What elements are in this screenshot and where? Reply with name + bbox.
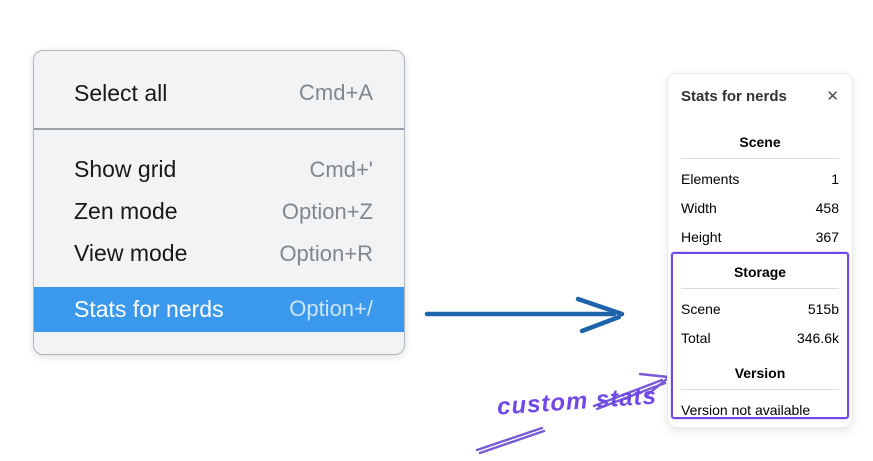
context-menu: Select all Cmd+A Show grid Cmd+' Zen mod… (33, 50, 405, 355)
stat-row-width: Width 458 (681, 194, 839, 223)
stat-label: Width (681, 200, 717, 216)
stat-label: Total (681, 330, 711, 346)
menu-item-shortcut: Option+Z (281, 198, 373, 224)
menu-item-label: Show grid (74, 156, 177, 182)
stat-label: Elements (681, 171, 740, 187)
stat-row-elements: Elements 1 (681, 165, 839, 194)
menu-item-select-all[interactable]: Select all Cmd+A (34, 72, 404, 114)
stat-row-height: Height 367 (681, 223, 839, 252)
menu-item-label: Stats for nerds (74, 295, 224, 322)
section-divider (681, 158, 839, 159)
stat-value: 346.6k (796, 330, 839, 346)
stat-row-total-storage: Total 346.6k (681, 324, 839, 353)
annotation-label: custom stats (496, 382, 658, 421)
menu-item-stats-for-nerds[interactable]: Stats for nerds Option+/ (34, 286, 404, 332)
section-title-storage: Storage (733, 264, 787, 280)
menu-item-view-mode[interactable]: View mode Option+R (34, 233, 404, 275)
menu-divider (34, 128, 404, 130)
menu-item-shortcut: Option+/ (289, 296, 373, 321)
version-note: Version not available (681, 402, 811, 418)
stat-label: Scene (681, 301, 721, 317)
menu-item-show-grid[interactable]: Show grid Cmd+' (34, 149, 404, 191)
stats-panel: Stats for nerds ✕ Scene Elements 1 Width… (667, 73, 853, 428)
close-icon[interactable]: ✕ (826, 87, 839, 105)
section-title-version: Version (734, 365, 786, 381)
section-title-scene: Scene (739, 134, 781, 150)
menu-item-label: Zen mode (74, 198, 178, 224)
menu-item-shortcut: Option+R (279, 240, 373, 266)
menu-item-label: View mode (74, 240, 188, 266)
section-divider (681, 288, 839, 289)
menu-item-label: Select all (74, 79, 168, 106)
menu-item-shortcut: Cmd+' (309, 156, 374, 182)
stat-value: 1 (831, 171, 839, 187)
menu-item-shortcut: Cmd+A (299, 80, 373, 105)
stat-row-scene-storage: Scene 515b (681, 295, 839, 324)
section-divider (681, 389, 839, 390)
stats-panel-title: Stats for nerds (681, 87, 787, 105)
menu-item-zen-mode[interactable]: Zen mode Option+Z (34, 191, 404, 233)
stat-label: Height (681, 229, 722, 245)
stat-value: 458 (815, 200, 839, 216)
stat-value: 515b (807, 301, 839, 317)
stat-value: 367 (815, 229, 839, 245)
